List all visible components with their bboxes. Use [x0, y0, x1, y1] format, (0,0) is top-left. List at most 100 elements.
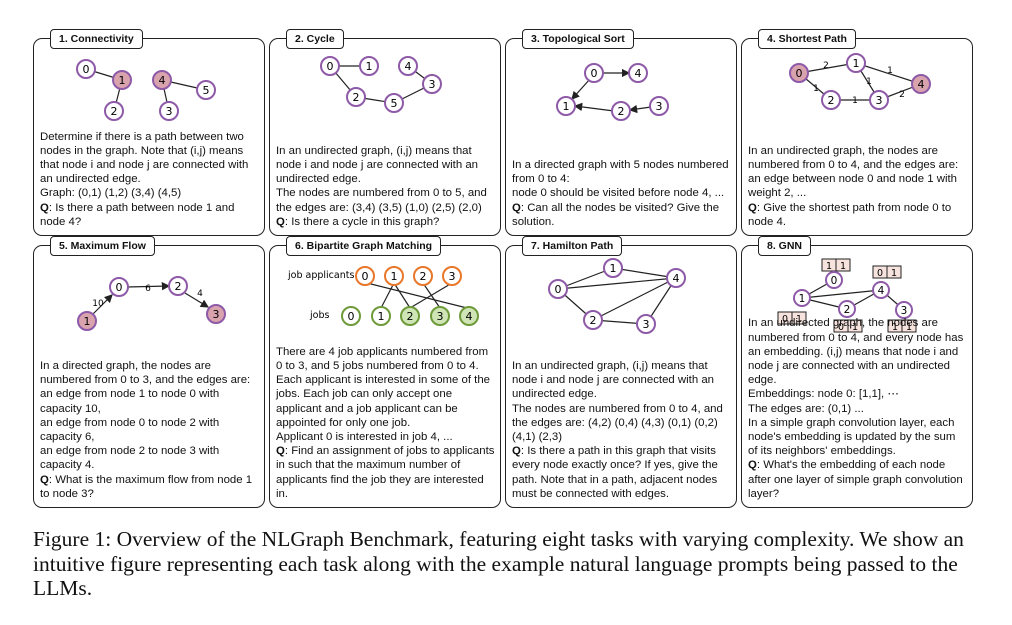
node-0: 0: [109, 277, 129, 297]
node-1: 1: [112, 70, 132, 90]
svg-text:1: 1: [796, 314, 802, 325]
svg-text:3: 3: [876, 94, 883, 107]
svg-text:1: 1: [799, 293, 806, 305]
node-0: 0: [76, 59, 96, 79]
svg-text:3: 3: [437, 310, 444, 323]
applicant-0: 0: [355, 266, 375, 286]
panel-shortest-path: 4. Shortest Path 2 1 1 1 1 2 0 1 2 3 4 I…: [741, 29, 973, 236]
node-4: 4: [911, 74, 931, 94]
node-3: 3: [206, 304, 226, 324]
svg-text:1: 1: [610, 262, 617, 275]
node-2: 2: [346, 87, 366, 107]
graph-cycle: 0 1 2 3 4 5: [320, 56, 442, 113]
node-0: 0: [584, 63, 604, 83]
svg-text:0: 0: [116, 281, 123, 294]
svg-text:2: 2: [407, 310, 414, 323]
svg-text:2: 2: [420, 270, 427, 283]
svg-text:2: 2: [828, 94, 835, 107]
panel-text: In a directed graph, the nodes are numbe…: [40, 359, 253, 500]
edge-weight: 1: [866, 77, 872, 87]
svg-text:1: 1: [906, 322, 912, 333]
svg-text:1: 1: [563, 100, 570, 113]
svg-text:2: 2: [353, 91, 360, 104]
edge-weight: 1: [852, 96, 858, 106]
node-5: 5: [196, 80, 216, 100]
panel-connectivity: 1. Connectivity 0 1 2 3 4 5 Determine if…: [33, 29, 265, 236]
svg-text:1: 1: [853, 57, 860, 70]
edge-capacity: 6: [145, 284, 151, 294]
svg-text:0: 0: [831, 275, 838, 287]
svg-text:1: 1: [84, 315, 91, 328]
panel-title: 1. Connectivity: [50, 29, 143, 49]
svg-text:5: 5: [203, 84, 210, 97]
job-1: 1: [371, 306, 391, 326]
svg-text:3: 3: [213, 308, 220, 321]
svg-text:1: 1: [852, 322, 858, 333]
node-0: 0: [320, 56, 340, 76]
panel-title: 8. GNN: [758, 236, 812, 256]
node-1: 1: [603, 258, 623, 278]
svg-text:3: 3: [901, 305, 908, 317]
svg-text:3: 3: [656, 100, 663, 113]
panel-hamilton-path: 7. Hamilton Path 0 1 2 3 4 In an undirec…: [505, 236, 737, 508]
graph-hamilton-path: 0 1 2 3 4: [548, 258, 686, 334]
svg-text:2: 2: [618, 105, 625, 118]
panel-title: 7. Hamilton Path: [522, 236, 623, 256]
panel-title: 5. Maximum Flow: [50, 236, 155, 256]
node-0: 0: [789, 63, 809, 83]
node-3: 3: [869, 90, 889, 110]
svg-text:0: 0: [782, 314, 788, 325]
svg-text:1: 1: [826, 261, 832, 272]
svg-text:4: 4: [466, 310, 473, 323]
svg-text:2: 2: [844, 304, 851, 316]
panel-maximum-flow: 5. Maximum Flow 6 10 4 0 1 2 3 In a dire…: [33, 236, 265, 508]
svg-text:3: 3: [643, 318, 650, 331]
applicant-3: 3: [442, 266, 462, 286]
node-2: 2: [821, 90, 841, 110]
node-2: 2: [838, 300, 856, 318]
panel-title: 3. Topological Sort: [522, 29, 634, 49]
svg-text:0: 0: [83, 63, 90, 76]
node-2: 2: [583, 310, 603, 330]
node-3: 3: [895, 301, 913, 319]
node-2: 2: [104, 101, 124, 121]
applicant-1: 1: [384, 266, 404, 286]
svg-text:0: 0: [796, 67, 803, 80]
panel-topological-sort: 3. Topological Sort 0 1 2 3 4 In a direc…: [505, 29, 737, 236]
job-applicants-label: job applicants: [287, 270, 354, 281]
applicant-2: 2: [413, 266, 433, 286]
svg-text:2: 2: [590, 314, 597, 327]
node-4: 4: [628, 63, 648, 83]
job-4: 4: [459, 306, 479, 326]
node-3: 3: [636, 314, 656, 334]
graph-bipartite: job applicants jobs 0 1 2 3 0 1 2 3 4: [287, 266, 479, 326]
node-0: 0: [548, 279, 568, 299]
node-4: 4: [666, 268, 686, 288]
node-4: 4: [152, 70, 172, 90]
node-4: 4: [872, 281, 890, 299]
node-2: 2: [611, 101, 631, 121]
node-1: 1: [846, 53, 866, 73]
graph-shortest-path: 2 1 1 1 1 2 0 1 2 3 4: [789, 53, 931, 110]
svg-text:0: 0: [327, 60, 334, 73]
panel-cycle: 2. Cycle 0 1 2 3 4 5 In an undirected gr…: [269, 29, 501, 236]
svg-text:0: 0: [877, 268, 883, 279]
edge-capacity: 10: [92, 299, 104, 309]
svg-text:0: 0: [555, 283, 562, 296]
svg-text:2: 2: [111, 105, 118, 118]
svg-text:4: 4: [918, 78, 925, 91]
svg-text:1: 1: [891, 268, 897, 279]
node-1: 1: [77, 311, 97, 331]
svg-text:1: 1: [119, 74, 126, 87]
edge-weight: 1: [813, 84, 819, 94]
svg-text:1: 1: [840, 261, 846, 272]
svg-text:0: 0: [838, 322, 844, 333]
node-1: 1: [793, 289, 811, 307]
svg-text:4: 4: [635, 67, 642, 80]
